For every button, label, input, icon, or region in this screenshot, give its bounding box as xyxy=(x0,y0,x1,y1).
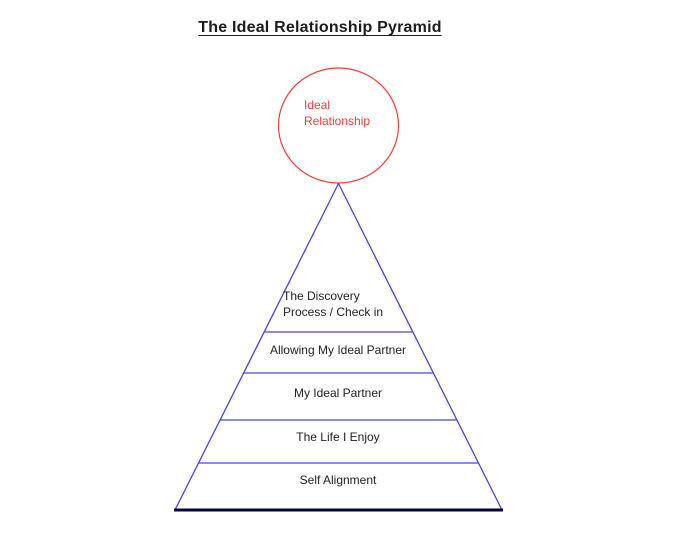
tier1-label-line-1: The Discovery xyxy=(283,289,360,303)
tier-label-self-alignment: Self Alignment xyxy=(299,473,377,487)
tier-label-my-ideal-partner: My Ideal Partner xyxy=(293,386,383,400)
pyramid-sides xyxy=(174,183,503,511)
circle-label: Ideal Relationship xyxy=(304,97,370,129)
tier1-label-line-2: Process / Check in xyxy=(283,305,384,319)
diagram-title: The Ideal Relationship Pyramid xyxy=(198,19,442,36)
ideal-relationship-circle xyxy=(277,67,400,184)
tier-label-the-life-i-enjoy: The Life I Enjoy xyxy=(296,430,380,444)
circle-label-line-1: Ideal xyxy=(304,98,331,112)
circle-label-line-2: Relationship xyxy=(304,114,371,128)
tier-label-discovery-process: The Discovery Process / Check in xyxy=(283,288,383,320)
tier-label-allowing-my-ideal-partner: Allowing My Ideal Partner xyxy=(269,343,407,357)
